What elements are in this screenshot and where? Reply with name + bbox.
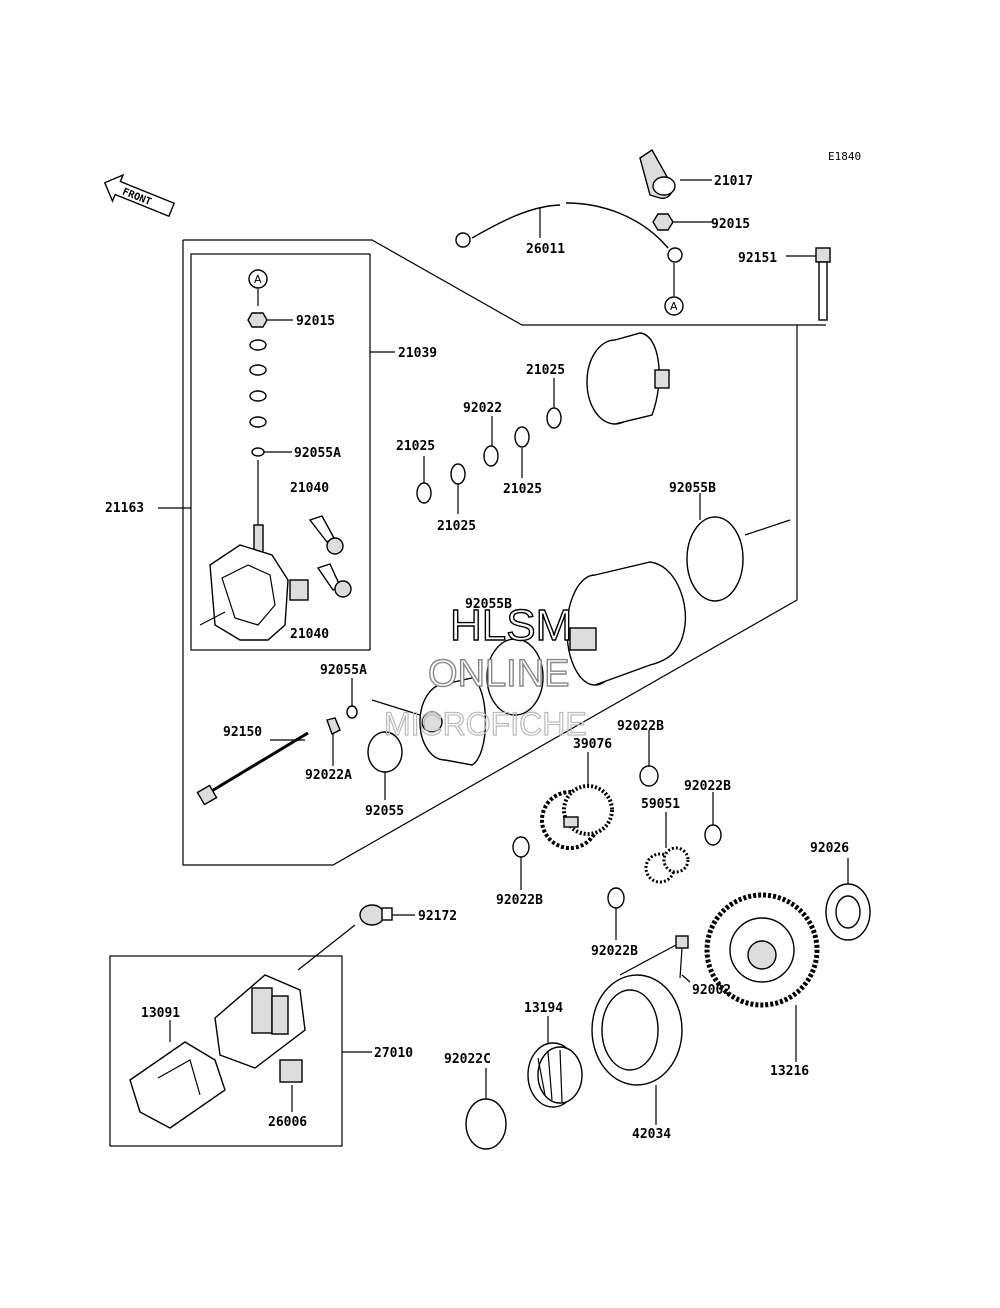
- part-label: 21163: [105, 501, 144, 516]
- starter-end-cover: [586, 332, 670, 425]
- idle-gear-39076: [540, 784, 614, 850]
- part-label: 42034: [632, 1127, 671, 1142]
- part-label: 13194: [524, 1001, 563, 1016]
- washer-icon: [326, 717, 341, 735]
- bolt-icon: [815, 247, 831, 321]
- part-labels: 21017 92015 26011 92151 92015 21039 9205…: [105, 174, 849, 1142]
- part-label: 92172: [418, 909, 457, 924]
- starter-assembly-outline: [182, 239, 798, 866]
- o-ring-icon: [686, 516, 744, 602]
- svg-text:A: A: [254, 273, 262, 286]
- idle-gear-59051: [644, 846, 690, 884]
- washer-icon: [514, 426, 530, 448]
- part-label: 39076: [573, 737, 612, 752]
- part-label: 92022B: [591, 944, 638, 959]
- washer-icon: [512, 836, 530, 858]
- nut-icon: [247, 312, 268, 328]
- starter-clutch-body: [591, 974, 683, 1086]
- washer-icon: [465, 1098, 507, 1150]
- brush-spring-upper: [308, 515, 344, 555]
- part-label: 21025: [503, 482, 542, 497]
- washer-icon: [416, 482, 432, 504]
- oil-seal-92026: [825, 883, 871, 941]
- part-label: 92055A: [320, 663, 367, 678]
- washer-stack: [249, 339, 267, 428]
- part-label: 92002: [692, 983, 731, 998]
- part-label: 21040: [290, 627, 329, 642]
- part-label: 21017: [714, 174, 753, 189]
- brush-assembly-box: [190, 253, 371, 651]
- starter-front-cover: [371, 677, 487, 766]
- part-label: 92150: [223, 725, 262, 740]
- starter-clutch-gear: [704, 892, 820, 1008]
- washer-icon: [639, 765, 659, 787]
- washer-icon: [483, 445, 499, 467]
- part-label: 13091: [141, 1006, 180, 1021]
- connector-assembly-box: [109, 955, 343, 1147]
- part-label: 92015: [296, 314, 335, 329]
- one-way-clutch: [527, 1042, 583, 1108]
- part-label: 92022B: [684, 779, 731, 794]
- diagram-code: E1840: [828, 150, 861, 163]
- part-label: 27010: [374, 1046, 413, 1061]
- svg-text:HLSM: HLSM: [450, 601, 572, 650]
- svg-text:ONLINE: ONLINE: [428, 653, 569, 695]
- svg-text:A: A: [670, 300, 678, 313]
- o-ring-icon: [486, 638, 544, 716]
- front-arrow-icon: FRONT: [103, 173, 176, 218]
- brush-spring-lower: [316, 563, 352, 598]
- washer-icon: [704, 824, 722, 846]
- terminal-cap: [639, 148, 676, 199]
- part-label: 92022: [463, 401, 502, 416]
- relay-connector: [214, 974, 306, 1069]
- part-label: 92022A: [305, 768, 352, 783]
- washer-icon: [450, 463, 466, 485]
- part-label: 13216: [770, 1064, 809, 1079]
- starter-cable: [455, 202, 683, 263]
- part-label: 21025: [396, 439, 435, 454]
- part-label: 92151: [738, 251, 777, 266]
- part-label: 26006: [268, 1115, 307, 1130]
- part-label: 21025: [526, 363, 565, 378]
- part-label: 92055B: [465, 597, 512, 612]
- o-ring-icon: [346, 705, 358, 719]
- through-bolt: [196, 731, 309, 806]
- starter-motor-body: [566, 561, 687, 686]
- part-label: 92026: [810, 841, 849, 856]
- part-label: 21025: [437, 519, 476, 534]
- brush-holder-plate: [199, 460, 309, 641]
- part-label: 21039: [398, 346, 437, 361]
- nut-icon: [652, 213, 674, 231]
- leader-lines: [158, 179, 849, 1125]
- relay-cover: [129, 1041, 226, 1129]
- part-label: 92055A: [294, 446, 341, 461]
- part-label: 92022B: [617, 719, 664, 734]
- part-label: 26011: [526, 242, 565, 257]
- washer-icon: [546, 407, 562, 429]
- svg-text:MICROFICHE: MICROFICHE: [384, 706, 587, 742]
- o-ring-icon: [251, 447, 265, 457]
- ref-marker-a-top: A: [248, 269, 268, 289]
- part-label: 21040: [290, 481, 329, 496]
- part-label: 92055B: [669, 481, 716, 496]
- part-label: 92022C: [444, 1052, 491, 1067]
- part-label: 92055: [365, 804, 404, 819]
- part-label: 92015: [711, 217, 750, 232]
- watermark: HLSM ONLINE MICROFICHE: [383, 600, 587, 742]
- part-label: 92022B: [496, 893, 543, 908]
- screw-icon: [359, 904, 393, 926]
- washer-icon: [607, 887, 625, 909]
- part-label: 59051: [641, 797, 680, 812]
- ref-marker-a-cable: A: [664, 296, 684, 316]
- bolt-icon: [675, 935, 689, 979]
- fuse-icon: [279, 1059, 303, 1083]
